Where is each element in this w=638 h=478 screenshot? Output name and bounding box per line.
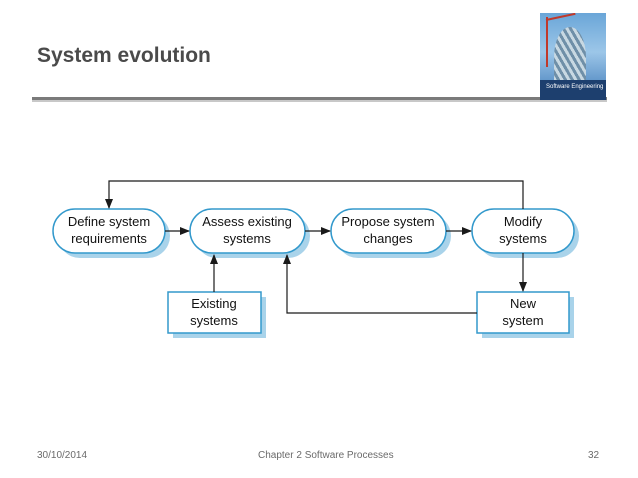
process-assess-line2: systems [223, 231, 271, 246]
process-modify-line1: Modify [504, 214, 543, 229]
cover-band: Software Engineering [540, 80, 606, 100]
document-existing-line1: Existing [191, 296, 237, 311]
process-propose-line1: Propose system [341, 214, 434, 229]
slide-title: System evolution [37, 44, 211, 67]
document-new-system: New system [476, 291, 574, 338]
process-propose: Propose system changes [330, 208, 451, 258]
document-new-line1: New [510, 296, 537, 311]
cover-title: Software Engineering [546, 84, 604, 90]
document-new-line2: system [502, 313, 543, 328]
process-define-line2: requirements [71, 231, 147, 246]
footer-chapter: Chapter 2 Software Processes [258, 450, 394, 461]
process-modify: Modify systems [471, 208, 579, 258]
document-existing-line2: systems [190, 313, 238, 328]
title-rule [32, 97, 607, 100]
process-propose-line2: changes [363, 231, 413, 246]
arrow-modify-to-define [105, 180, 524, 209]
arrow-new-to-assess [283, 254, 477, 314]
title-rule-shadow [32, 100, 607, 102]
book-cover-image: Software Engineering [540, 13, 606, 100]
footer-page-number: 32 [588, 450, 600, 461]
process-assess: Assess existing systems [189, 208, 310, 258]
crane-mast [546, 17, 548, 67]
process-define-line1: Define system [68, 214, 150, 229]
gherkin-building [554, 27, 586, 87]
process-modify-line2: systems [499, 231, 547, 246]
process-define: Define system requirements [52, 208, 170, 258]
process-assess-line1: Assess existing [202, 214, 292, 229]
footer-date: 30/10/2014 [37, 450, 88, 461]
document-existing-systems: Existing systems [167, 291, 266, 338]
